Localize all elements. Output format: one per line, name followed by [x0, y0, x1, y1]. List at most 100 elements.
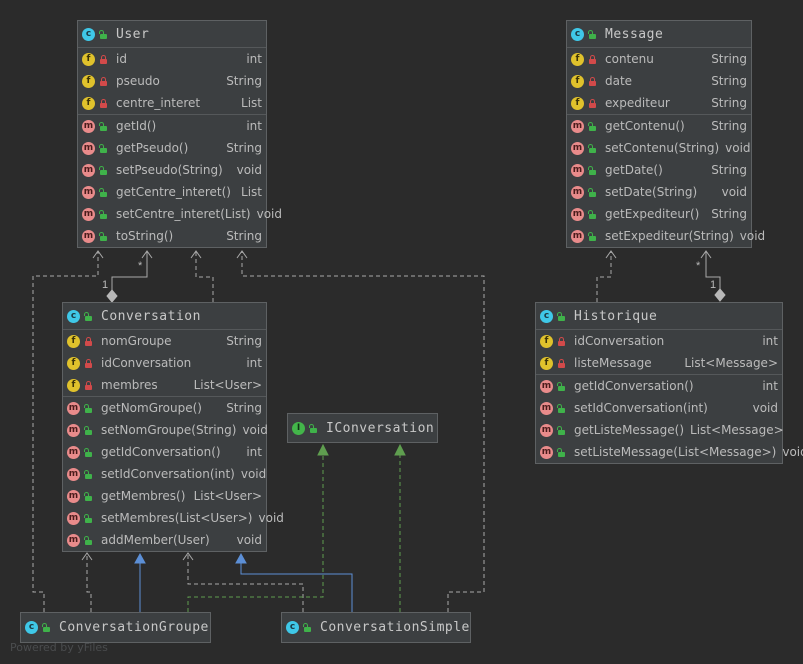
method-icon: m: [540, 423, 553, 437]
member-type: List<User>: [193, 378, 262, 392]
private-icon: [84, 336, 93, 346]
public-icon: [99, 165, 108, 175]
interface-title: IConversation: [326, 420, 435, 436]
field-row[interactable]: f membres List<User>: [63, 374, 266, 396]
member-name: membres: [101, 378, 158, 392]
multiplicity-user-one: 1: [102, 279, 109, 291]
member-name: getMembres(): [101, 489, 186, 503]
member-type: String: [711, 52, 747, 66]
member-name: setPseudo(String): [116, 163, 223, 177]
field-icon: f: [540, 334, 553, 348]
member-type: void: [258, 511, 284, 525]
field-icon: f: [571, 52, 584, 66]
member-type: List<Message>: [690, 423, 784, 437]
member-name: pseudo: [116, 74, 160, 88]
public-icon: [588, 231, 597, 241]
multiplicity-message-one: 1: [710, 279, 717, 291]
class-conversationgroupe[interactable]: c ConversationGroupe: [20, 612, 211, 643]
field-icon: f: [67, 378, 80, 392]
class-conversationsimple[interactable]: c ConversationSimple: [281, 612, 471, 643]
member-name: expediteur: [605, 96, 670, 110]
class-title: Historique: [574, 308, 658, 324]
public-icon: [588, 165, 597, 175]
interface-iconversation[interactable]: I IConversation: [287, 413, 438, 443]
public-icon: [303, 622, 312, 632]
member-name: setIdConversation(int): [101, 467, 235, 481]
member-type: List: [241, 96, 262, 110]
member-type: void: [236, 533, 262, 547]
class-title: Message: [605, 26, 664, 42]
edge-conversation-user-dependency: [190, 250, 214, 302]
member-name: getCentre_interet(): [116, 185, 231, 199]
watermark: Powered by yFiles: [10, 641, 108, 654]
private-icon: [99, 76, 108, 86]
public-icon: [588, 143, 597, 153]
private-icon: [84, 358, 93, 368]
method-icon: m: [82, 163, 95, 177]
public-icon: [84, 311, 93, 321]
edge-conversationgroupe-conversation-dependency: [81, 552, 93, 612]
interface-icon: I: [292, 421, 305, 435]
edge-conversationgroupe-conversation-inheritance: [134, 552, 146, 612]
class-header: c Conversation: [63, 303, 266, 330]
edge-conversationsimple-iconversation-realization: [394, 443, 406, 612]
method-icon: m: [571, 185, 584, 199]
method-icon: m: [82, 141, 95, 155]
method-icon: m: [571, 141, 584, 155]
class-title: ConversationGroupe: [59, 619, 209, 635]
method-icon: m: [571, 207, 584, 221]
member-name: getIdConversation(): [574, 379, 694, 393]
edge-historique-message-aggregation: [700, 250, 726, 302]
member-type: List<Message>: [684, 356, 778, 370]
member-type: String: [226, 74, 262, 88]
public-icon: [84, 469, 93, 479]
class-icon: c: [67, 309, 80, 323]
multiplicity-message-many: *: [696, 260, 701, 272]
member-type: String: [711, 96, 747, 110]
